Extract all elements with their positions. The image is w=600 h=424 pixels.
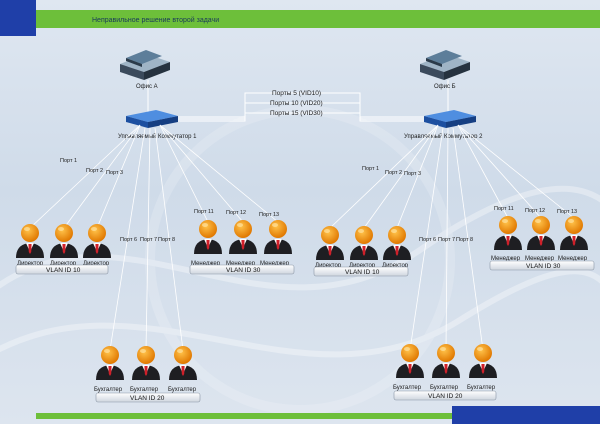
port-label: Порт 1 — [362, 166, 379, 172]
port-label: Порт 7 — [140, 237, 157, 243]
office-a-label: Офис А — [136, 84, 158, 90]
port-label: Порт 7 — [438, 237, 455, 243]
person-avatar-icon — [432, 344, 460, 378]
role-label: Менеджер — [226, 261, 256, 267]
role-label: Менеджер — [191, 261, 221, 267]
vlan-10-left-box: VLAN ID 10 — [15, 264, 109, 275]
footer-blue-bar — [452, 406, 600, 424]
person-avatar-icon — [169, 346, 197, 380]
role-label: Бухгалтер — [430, 385, 459, 391]
port-label: Порт 12 — [525, 208, 545, 214]
vlan-20-left-box: VLAN ID 20 — [95, 392, 201, 403]
footer-green-bar — [36, 413, 456, 419]
office-b-label: Офис Б — [434, 84, 456, 90]
trunk-label-vid10: Порты 5 (VID10) — [272, 90, 321, 97]
port-label: Порт 13 — [557, 209, 577, 215]
role-label: Директор — [50, 261, 77, 267]
vlan-30-left-box: VLAN ID 30 — [189, 264, 295, 275]
switch-1-label: Управляемый Коммутатор 1 — [118, 133, 197, 140]
role-label: Бухгалтер — [168, 387, 197, 393]
svg-text:VLAN ID 20: VLAN ID 20 — [130, 395, 165, 402]
office-b-building-icon — [420, 50, 470, 80]
access-links-left — [29, 124, 279, 351]
svg-text:VLAN ID 30: VLAN ID 30 — [526, 263, 561, 270]
port-label: Порт 13 — [259, 212, 279, 218]
header-green-bar — [36, 10, 600, 28]
trunk-label-vid30: Порты 15 (VID30) — [270, 110, 323, 117]
port-label: Порт 11 — [494, 206, 514, 212]
person-avatar-icon — [194, 220, 222, 254]
person-avatar-icon — [396, 344, 424, 378]
people-layer — [16, 216, 588, 380]
page-title: Неправильное решение второй задачи — [92, 16, 219, 24]
person-avatar-icon — [494, 216, 522, 250]
person-avatar-icon — [527, 216, 555, 250]
person-avatar-icon — [316, 226, 344, 260]
person-avatar-icon — [50, 224, 78, 258]
person-avatar-icon — [469, 344, 497, 378]
role-label: Бухгалтер — [130, 387, 159, 393]
role-label: Директор — [315, 263, 342, 269]
role-label: Директор — [17, 261, 44, 267]
role-label: Менеджер — [260, 261, 290, 267]
role-label: Менеджер — [525, 256, 555, 262]
person-avatar-icon — [229, 220, 257, 254]
person-avatar-icon — [132, 346, 160, 380]
port-label: Порт 8 — [158, 237, 175, 243]
person-avatar-icon — [383, 226, 411, 260]
port-label: Порт 3 — [106, 170, 123, 176]
vlan-10-right-box: VLAN ID 10 — [313, 266, 409, 277]
svg-text:VLAN ID 10: VLAN ID 10 — [345, 269, 380, 276]
person-avatar-icon — [264, 220, 292, 254]
role-label: Директор — [349, 263, 376, 269]
port-label: Порт 6 — [419, 237, 436, 243]
header-blue-square — [0, 0, 36, 36]
office-a-building-icon — [120, 50, 170, 80]
role-label: Директор — [382, 263, 409, 269]
person-avatar-icon — [83, 224, 111, 258]
person-avatar-icon — [96, 346, 124, 380]
port-label: Порт 3 — [404, 171, 421, 177]
role-label: Бухгалтер — [393, 385, 422, 391]
switch-2-icon — [424, 110, 476, 128]
role-label: Бухгалтер — [467, 385, 496, 391]
switch-1-icon — [126, 110, 178, 128]
svg-text:VLAN ID 10: VLAN ID 10 — [46, 267, 81, 274]
vlan-20-right-box: VLAN ID 20 — [393, 390, 497, 401]
role-label: Менеджер — [491, 256, 521, 262]
role-label: Менеджер — [558, 256, 588, 262]
person-avatar-icon — [350, 226, 378, 260]
port-label: Порт 1 — [60, 158, 77, 164]
svg-text:VLAN ID 30: VLAN ID 30 — [226, 267, 261, 274]
port-label: Порт 2 — [86, 168, 103, 174]
port-label: Порт 12 — [226, 210, 246, 216]
svg-text:VLAN ID 20: VLAN ID 20 — [428, 393, 463, 400]
person-avatar-icon — [560, 216, 588, 250]
vlan-30-right-box: VLAN ID 30 — [489, 260, 595, 271]
port-label: Порт 6 — [120, 237, 137, 243]
trunk-links — [147, 80, 449, 122]
switch-2-label: Управляемый Коммутатор 2 — [404, 133, 483, 140]
port-label: Порт 11 — [194, 209, 214, 215]
trunk-label-vid20: Порты 10 (VID20) — [270, 100, 323, 107]
role-label: Директор — [83, 261, 110, 267]
port-label: Порт 2 — [385, 170, 402, 176]
access-links-right — [329, 124, 575, 351]
person-avatar-icon — [16, 224, 44, 258]
port-label: Порт 8 — [456, 237, 473, 243]
role-label: Бухгалтер — [94, 387, 123, 393]
